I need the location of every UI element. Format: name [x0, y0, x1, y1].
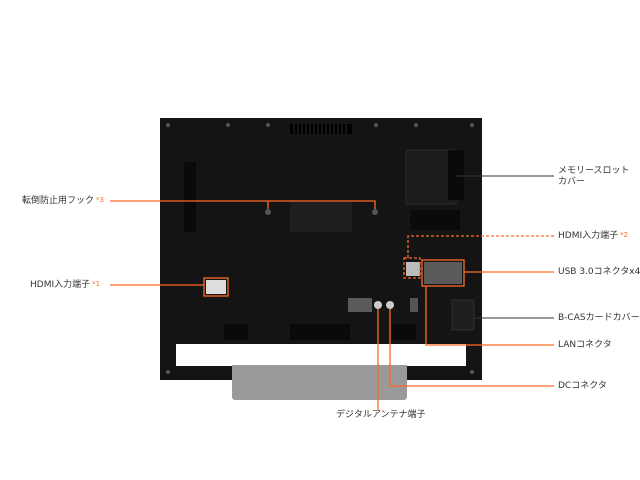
- bottom-vent-left: [224, 324, 248, 340]
- dc-leader: [389, 309, 554, 387]
- bottom-vent-mid: [290, 324, 350, 340]
- hdmi-left-box: [203, 277, 229, 297]
- hook-left: [265, 209, 271, 215]
- switch: [410, 298, 418, 312]
- label-hdmi-right: HDMI入力端子*2: [558, 231, 629, 241]
- dark-leaders: [456, 175, 554, 319]
- bottom-vent-right: [392, 324, 416, 340]
- label-antenna: デジタルアンテナ端子: [336, 410, 426, 420]
- screws: [166, 123, 474, 374]
- usb-ports: [424, 262, 462, 284]
- dc-port: [386, 301, 394, 309]
- label-memory-slot-cover: メモリースロット カバー: [558, 166, 630, 187]
- usb-box: [421, 259, 465, 287]
- label-tipping-hook: 転倒防止用フック*3: [22, 196, 104, 206]
- hdmi-port-left: [206, 280, 226, 294]
- vesa-plate: [290, 202, 352, 232]
- port-cluster: [348, 298, 372, 312]
- top-vent: [290, 124, 352, 134]
- hdmi-right-box: [403, 257, 421, 279]
- label-bcas: B-CASカードカバー: [558, 313, 640, 323]
- hook-right: [372, 209, 378, 215]
- bcas-cover: [451, 299, 475, 331]
- antenna-port: [374, 301, 382, 309]
- lan-leader: [425, 286, 554, 346]
- label-lan: LANコネクタ: [558, 340, 612, 350]
- stand-cutout: [176, 344, 466, 366]
- label-hdmi-left: HDMI入力端子*1: [30, 280, 101, 290]
- vent-slats: [293, 124, 347, 134]
- right-top-vent: [448, 150, 464, 200]
- right-mid-vent: [410, 210, 460, 230]
- left-vent: [184, 162, 196, 232]
- memory-slot-cover: [405, 149, 457, 205]
- lan-port: [406, 262, 420, 276]
- callout-lines: [110, 200, 554, 410]
- label-dc: DCコネクタ: [558, 381, 607, 391]
- tipping-hook-leader: [110, 200, 376, 209]
- label-usb: USB 3.0コネクタx4: [558, 267, 640, 277]
- hdmi-right-leader: [407, 235, 554, 258]
